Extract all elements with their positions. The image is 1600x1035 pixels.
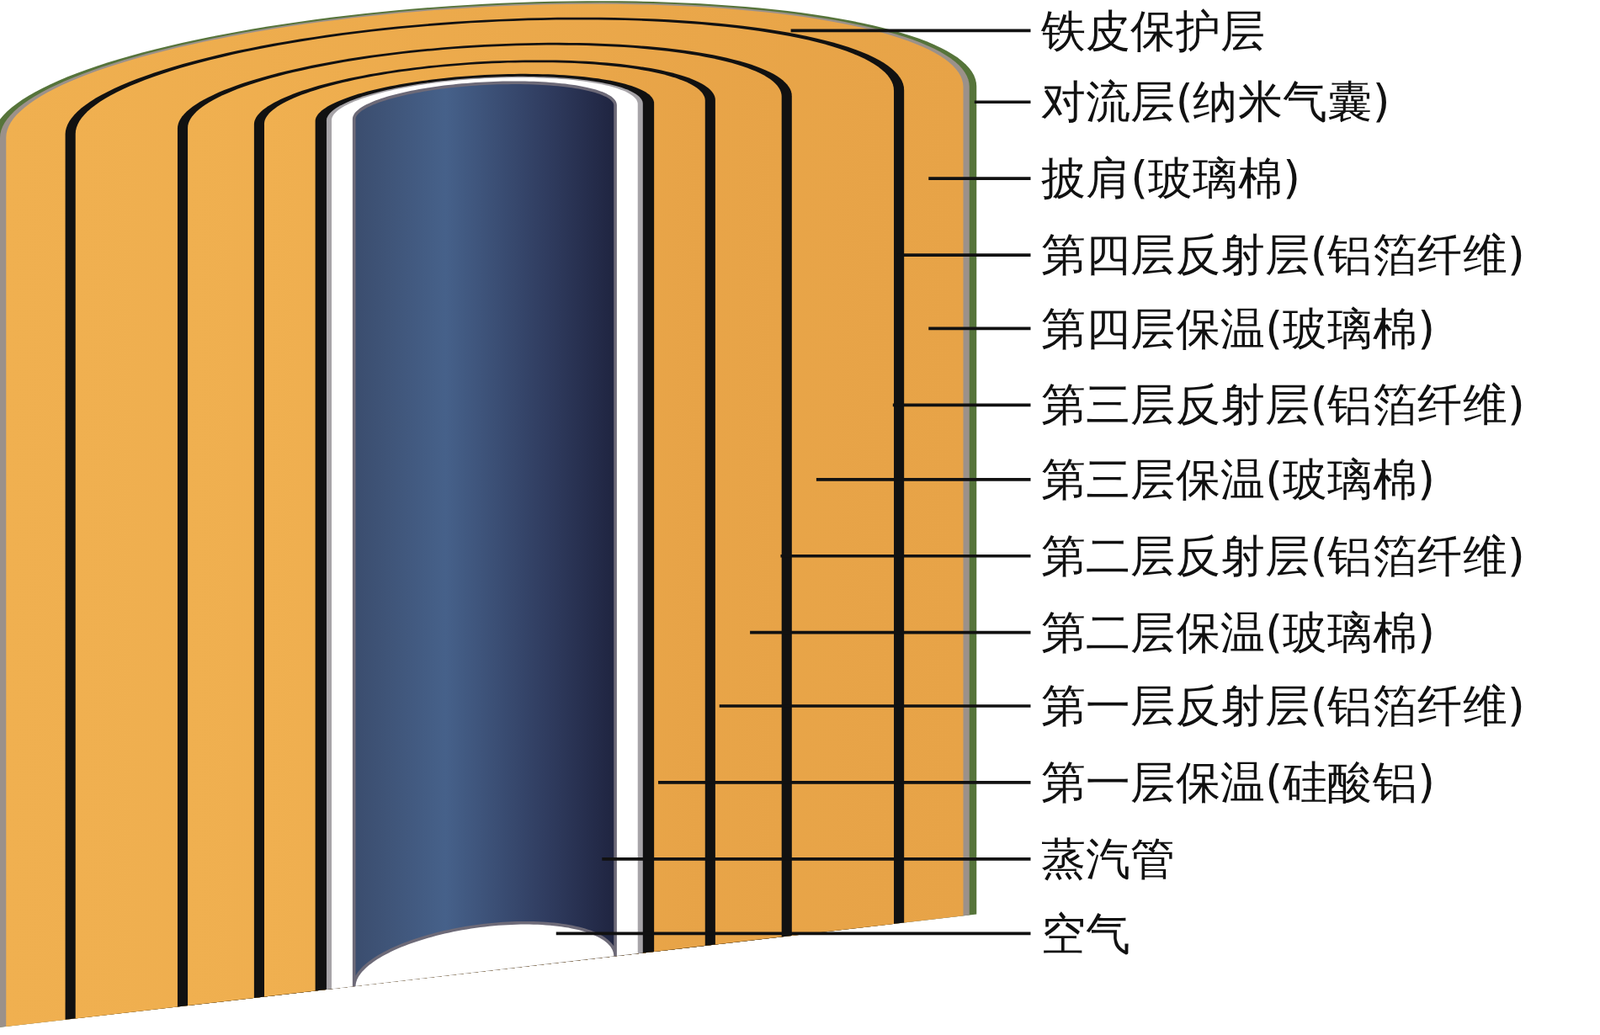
part-label: 第四层反射层(铝箔纤维) — [1041, 230, 1526, 281]
part-label: 第四层保温(玻璃棉) — [1041, 303, 1436, 354]
leader-line — [556, 932, 1032, 936]
part-label: 披肩(玻璃棉) — [1041, 154, 1301, 204]
glass-wool-shawl — [5, 4, 963, 1027]
reflective-layer — [315, 74, 655, 992]
leader-line — [928, 327, 1031, 331]
leader-line — [719, 704, 1032, 708]
convection-layer — [0, 2, 970, 1028]
leader-line — [928, 176, 1031, 181]
pipe-interior — [354, 82, 616, 987]
iron-sheath — [0, 0, 977, 1029]
leader-line — [898, 253, 1032, 257]
leader-line — [749, 631, 1031, 635]
steam-pipe-wall — [331, 77, 638, 989]
part-label: 对流层(纳米气囊) — [1041, 77, 1391, 128]
steam-pipe-rim — [326, 76, 644, 990]
part-label: 第二层反射层(铝箔纤维) — [1041, 531, 1526, 581]
insulation-layer — [75, 19, 894, 1019]
insulation-layer — [264, 62, 706, 997]
part-label: 第二层保温(玻璃棉) — [1041, 607, 1436, 658]
leader-line — [791, 29, 1032, 33]
reflective-layer — [254, 59, 716, 999]
part-label: 铁皮保护层 — [1041, 5, 1266, 56]
part-label: 第一层保温(硅酸铝) — [1041, 758, 1436, 808]
reflective-layer — [65, 17, 905, 1021]
insulation-layer — [187, 45, 782, 1006]
leader-line — [658, 781, 1032, 785]
reflective-layer — [177, 42, 793, 1008]
leader-line — [816, 478, 1032, 482]
leader-line — [974, 100, 1032, 104]
part-label: 第三层反射层(铝箔纤维) — [1041, 380, 1526, 431]
leader-line — [780, 554, 1031, 559]
part-label: 第三层保温(玻璃棉) — [1041, 454, 1436, 505]
leader-line — [601, 857, 1031, 862]
leader-line — [893, 403, 1032, 407]
part-label: 蒸汽管 — [1041, 834, 1176, 884]
part-label: 空气 — [1041, 908, 1132, 959]
part-label: 第一层反射层(铝箔纤维) — [1041, 681, 1526, 732]
